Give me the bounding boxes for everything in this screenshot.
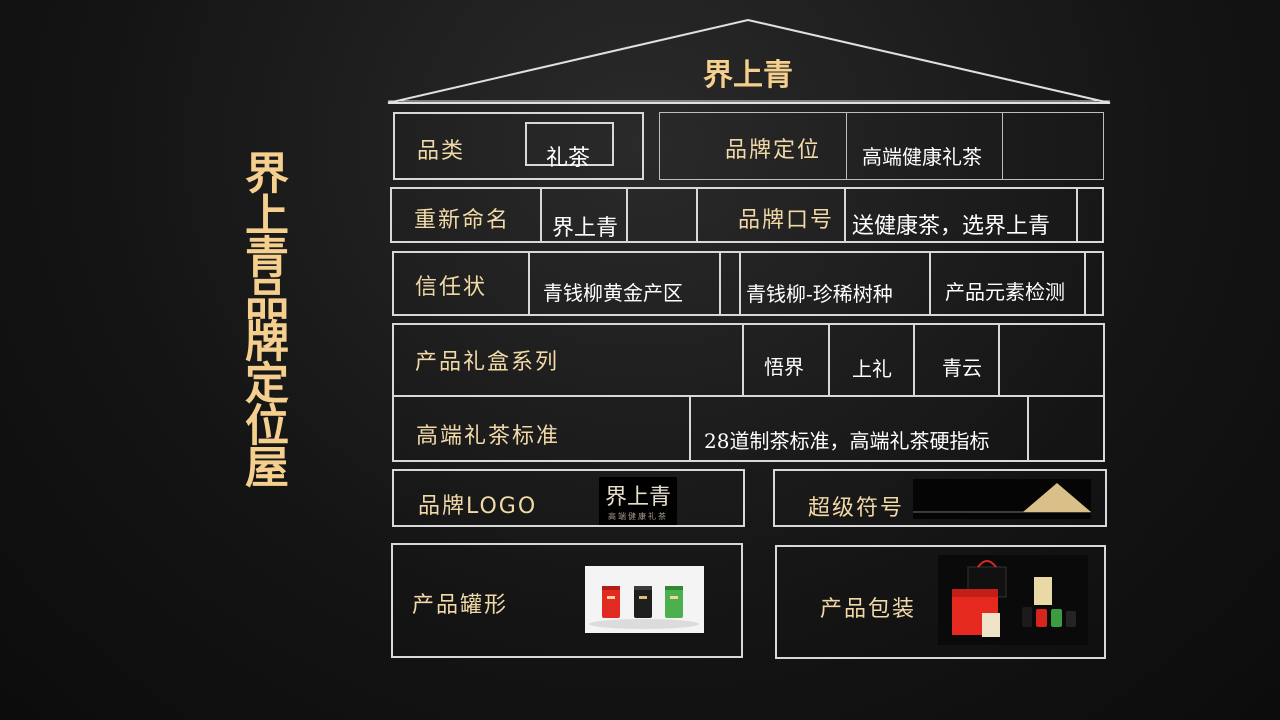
page-title: 界上青品牌定位屋 — [237, 150, 288, 486]
symbol-row — [773, 469, 1107, 527]
positioning-value: 高端健康礼茶 — [862, 145, 982, 169]
package-label: 产品包装 — [820, 597, 917, 622]
slogan-value: 送健康茶，选界上青 — [852, 214, 1051, 239]
slogan-value-box — [844, 187, 1078, 243]
symbol-label: 超级符号 — [808, 496, 905, 521]
giftbox-item-3: 青云 — [942, 356, 982, 380]
trust-cell-spacer — [719, 251, 741, 316]
logo-label: 品牌LOGO — [418, 494, 538, 519]
rename-label: 重新命名 — [414, 208, 511, 233]
slogan-label: 品牌口号 — [738, 208, 835, 233]
standard-label: 高端礼茶标准 — [416, 424, 561, 449]
brand-logo: 界上青 高端健康礼茶 — [599, 477, 677, 525]
giftbox-item-2: 上礼 — [852, 357, 892, 381]
category-row — [393, 112, 644, 180]
logo-row — [392, 469, 745, 527]
rename-divider-2 — [626, 187, 698, 243]
giftbox-label: 产品礼盒系列 — [415, 350, 560, 375]
trust-item-3: 产品元素检测 — [945, 280, 1065, 304]
can-row — [391, 543, 743, 658]
super-symbol-image — [913, 479, 1091, 519]
standard-value-box — [689, 395, 1029, 462]
tea-can-photo — [585, 566, 704, 633]
roof-title: 界上青 — [703, 58, 793, 93]
category-label: 品类 — [417, 139, 466, 164]
category-value-box — [525, 122, 614, 166]
brand-logo-subtext: 高端健康礼茶 — [608, 512, 668, 521]
positioning-divider — [846, 112, 1003, 180]
category-value: 礼茶 — [546, 146, 591, 171]
rename-value: 界上青 — [552, 216, 619, 241]
trust-item-1: 青钱柳黄金产区 — [543, 281, 683, 305]
trust-cell-3 — [929, 251, 1086, 316]
positioning-label: 品牌定位 — [725, 138, 822, 163]
trust-item-2: 青钱柳-珍稀树种 — [746, 282, 893, 306]
package-row — [775, 545, 1106, 659]
brand-logo-text: 界上青 — [604, 485, 671, 510]
product-package-photo — [938, 555, 1088, 645]
trust-label: 信任状 — [415, 275, 488, 300]
can-label: 产品罐形 — [412, 593, 509, 618]
giftbox-item-1: 悟界 — [764, 355, 804, 379]
standard-value: 28道制茶标准，高端礼茶硬指标 — [704, 429, 990, 453]
rename-row — [390, 187, 1104, 243]
